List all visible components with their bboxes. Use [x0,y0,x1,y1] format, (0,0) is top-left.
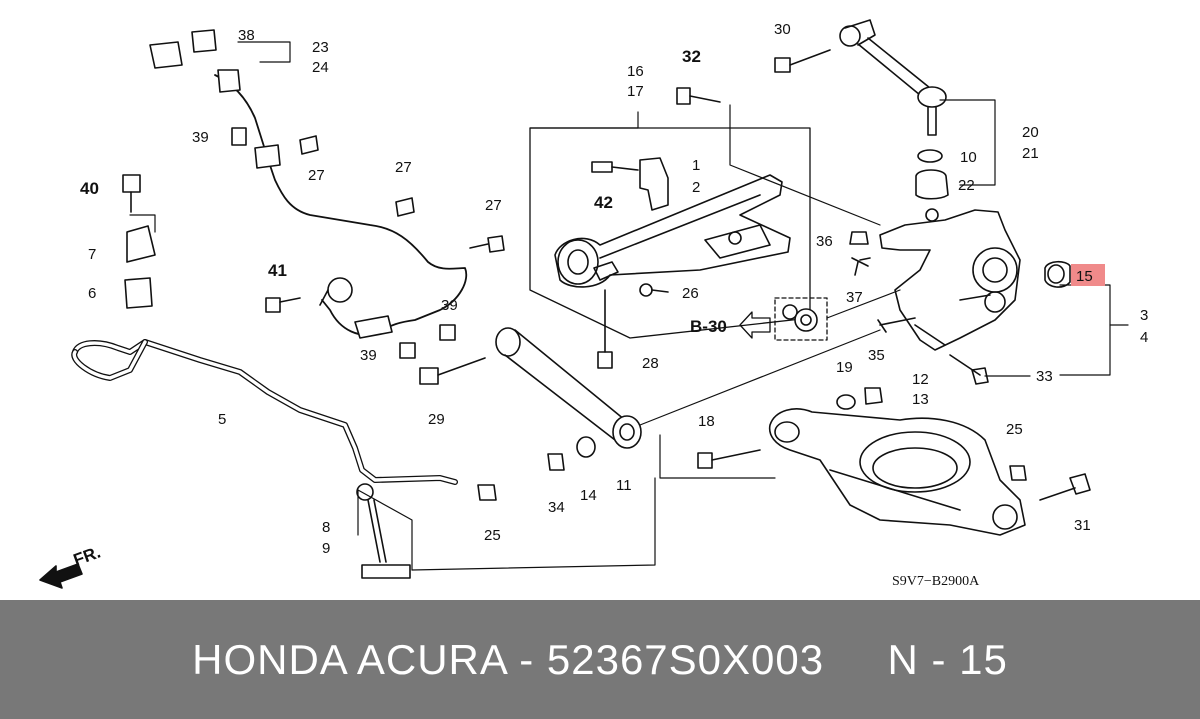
callout-7: 7 [88,246,96,263]
callout-2: 2 [692,179,700,196]
callout-15: 15 [1076,268,1093,285]
callout-27: 27 [395,159,412,176]
clip-37 [851,257,871,276]
callout-39: 39 [441,297,458,314]
callout-16: 16 [627,63,644,80]
callout-15-highlight [1071,264,1105,286]
bolt-28 [597,289,613,369]
front-arrow [39,563,83,589]
callout-1: 1 [692,157,700,174]
callout-28: 28 [642,355,659,372]
callout-41: 41 [268,261,287,280]
control-arm-11 [495,327,642,449]
callout-23: 23 [312,39,329,56]
callout-17: 17 [627,83,644,100]
callout-39: 39 [192,129,209,146]
bolt-27c [469,235,505,253]
bolt-33 [949,354,989,385]
callout-29: 29 [428,411,445,428]
callout-22: 22 [958,177,975,194]
bolt-26 [639,283,669,297]
bracket-7 [126,225,156,263]
front-marker: FR. [71,543,103,570]
callout-4: 4 [1140,329,1148,346]
callout-25: 25 [1006,421,1023,438]
nut-36 [849,231,869,245]
bolt-39a [231,127,247,146]
bolt-42 [591,161,639,173]
callout-40: 40 [80,179,99,198]
bolt-31 [1039,473,1091,501]
b30-box [774,297,828,341]
bolt-40 [122,174,141,213]
group-box-16-17 [529,127,811,339]
callout-35: 35 [868,347,885,364]
callout-18: 18 [698,413,715,430]
callout-9: 9 [322,540,330,557]
trailing-arm [554,174,791,288]
callout-34: 34 [548,499,565,516]
bolt-32 [676,87,721,105]
callout-12: 12 [912,371,929,388]
b30-arrow [739,311,771,339]
bushing-15 [1044,260,1071,288]
callout-5: 5 [218,411,226,428]
callout-25: 25 [484,527,501,544]
ring-10 [917,149,943,163]
callout-19: 19 [836,359,853,376]
callouts: 38 23 24 39 27 40 27 7 27 6 41 39 39 5 2… [80,21,1148,557]
bolt-30 [774,49,831,73]
stabilizer-link [356,483,411,579]
callout-3: 3 [1140,307,1148,324]
nut-25a [1009,465,1027,481]
washer-14 [576,436,596,458]
part-number-title: HONDA ACURA - 52367S0X003 N - 15 [192,635,1008,683]
upper-arm [839,19,947,136]
callout-26: 26 [682,285,699,302]
bolt-39c [399,342,416,359]
callout-21: 21 [1022,145,1039,162]
nut-34 [547,453,565,471]
washer-19 [836,394,856,410]
callout-37: 37 [846,289,863,306]
callout-10: 10 [960,149,977,166]
bolt-27b [395,197,415,217]
lower-arm [768,408,1026,536]
nut-25b [477,484,497,501]
callout-14: 14 [580,487,597,504]
callout-27: 27 [485,197,502,214]
bolt-29 [419,357,486,385]
callout-36: 36 [816,233,833,250]
abs-sensor [319,277,353,306]
nut-35 [864,387,883,405]
knuckle [879,208,1021,351]
callout-39: 39 [360,347,377,364]
bolt-18 [697,449,761,469]
bolt-41 [265,297,301,313]
parts-diagram: 38 23 24 39 27 40 27 7 27 6 41 39 39 5 2… [39,19,1148,589]
callout-33: 33 [1036,368,1053,385]
callout-24: 24 [312,59,329,76]
callout-42: 42 [594,193,613,212]
callout-13: 13 [912,391,929,408]
drawing-code: S9V7−B2900A [892,574,980,589]
bolt-27a [299,135,319,155]
callout-32: 32 [682,47,701,66]
bolt-39b [439,324,456,341]
bracket-1-2 [639,157,669,211]
footer-banner: HONDA ACURA - 52367S0X003 N - 15 [0,600,1200,719]
callout-27: 27 [308,167,325,184]
boot-22 [915,169,949,200]
callout-8: 8 [322,519,330,536]
callout-30: 30 [774,21,791,38]
callout-11: 11 [616,477,632,494]
callout-31: 31 [1074,517,1091,534]
callout-20: 20 [1022,124,1039,141]
callout-6: 6 [88,285,96,302]
bushing-6 [124,277,153,309]
section-ref-b30: B-30 [690,317,727,336]
callout-38: 38 [238,27,255,44]
